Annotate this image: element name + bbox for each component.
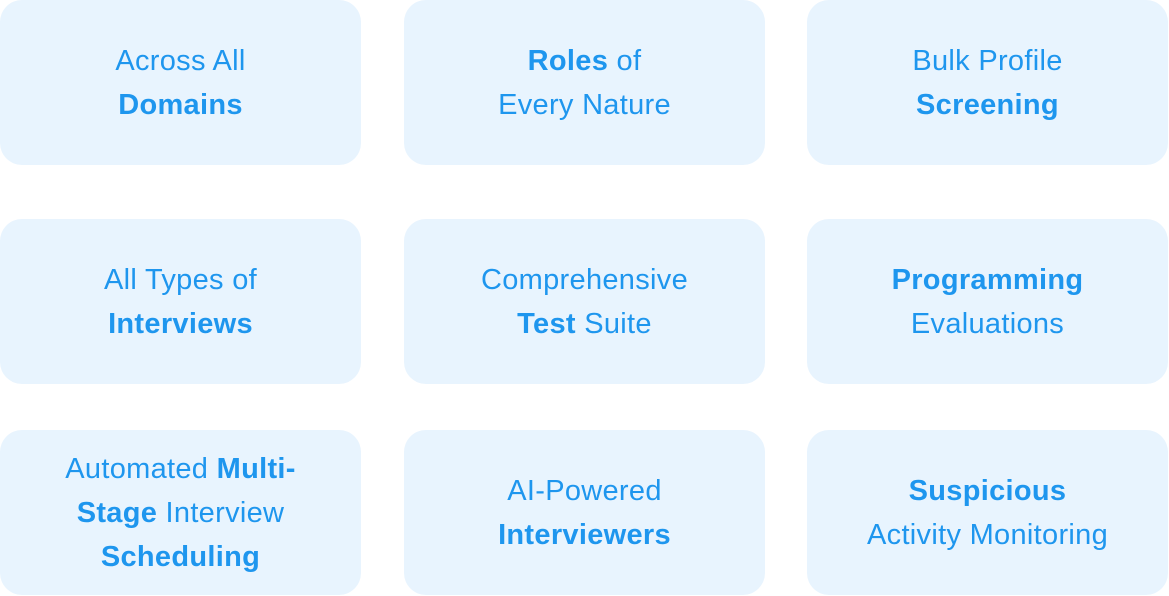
- feature-text: Bulk Profile: [912, 44, 1063, 77]
- feature-text: AI-Powered: [507, 474, 662, 507]
- feature-card-line: Bulk Profile: [912, 39, 1062, 83]
- feature-text: Comprehensive: [481, 263, 688, 296]
- feature-highlight-text: Suspicious: [908, 474, 1067, 507]
- feature-text: of: [608, 44, 642, 77]
- feature-card-line: AI-Powered: [498, 469, 671, 513]
- feature-highlight-text: Screening: [916, 88, 1059, 121]
- feature-highlight-text: Interviewers: [498, 518, 671, 551]
- feature-card-line: Domains: [115, 83, 245, 127]
- feature-text: Activity Monitoring: [867, 518, 1108, 551]
- feature-text: Automated: [65, 452, 217, 485]
- feature-highlight-text: Roles: [527, 44, 609, 77]
- feature-highlight-text: Programming: [891, 263, 1084, 296]
- feature-card-line: Interviews: [104, 302, 257, 346]
- feature-card-line: Automated Multi-: [65, 447, 295, 491]
- feature-card-line: Test Suite: [481, 302, 688, 346]
- feature-card-line: Activity Monitoring: [867, 513, 1108, 557]
- feature-highlight-text: Interviews: [108, 307, 253, 340]
- feature-text: Suite: [575, 307, 652, 340]
- feature-card-line: Across All: [115, 39, 245, 83]
- feature-highlight-text: Test: [517, 307, 576, 340]
- feature-card-line: Scheduling: [65, 535, 295, 579]
- feature-card-line: Every Nature: [498, 83, 671, 127]
- feature-text: Interview: [157, 496, 285, 529]
- feature-card-line: Roles of: [498, 39, 671, 83]
- feature-card-line: All Types of: [104, 258, 257, 302]
- feature-card-line: Stage Interview: [65, 491, 295, 535]
- feature-highlight-text: Stage: [76, 496, 158, 529]
- feature-card-line: Comprehensive: [481, 258, 688, 302]
- feature-highlight-text: Scheduling: [100, 540, 261, 573]
- feature-highlight-text: Multi-: [216, 452, 296, 485]
- feature-text: Across All: [115, 44, 246, 77]
- feature-card-line: Evaluations: [892, 302, 1084, 346]
- feature-card-line: Suspicious: [867, 469, 1108, 513]
- feature-text: Evaluations: [910, 307, 1065, 340]
- feature-text: All Types of: [104, 263, 257, 296]
- feature-card-line: Screening: [912, 83, 1062, 127]
- feature-card-all-types-of-interviews: All Types of Interviews: [0, 219, 361, 384]
- feature-card-line: Interviewers: [498, 513, 671, 557]
- feature-highlight-text: Domains: [118, 88, 243, 121]
- feature-card-line: Programming: [892, 258, 1084, 302]
- feature-text: Every Nature: [498, 88, 671, 121]
